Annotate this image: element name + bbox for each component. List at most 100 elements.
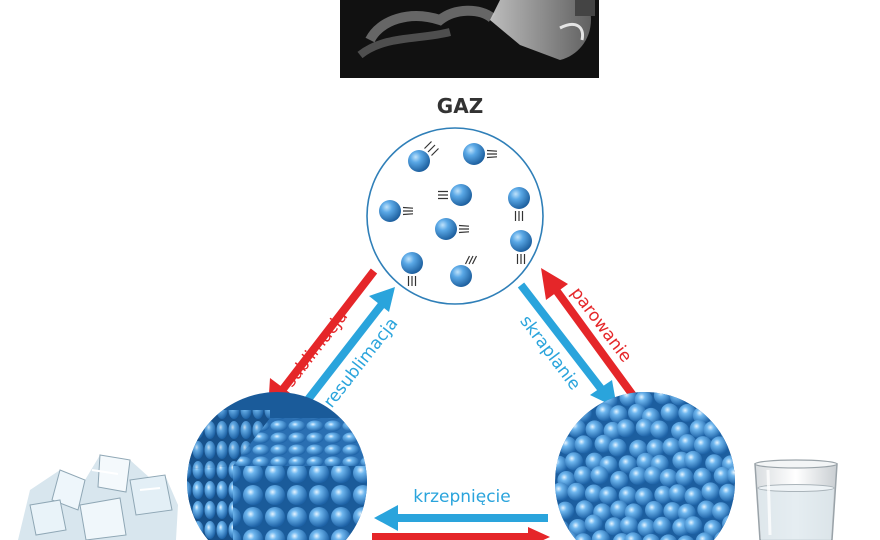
liquid-molecule — [730, 503, 735, 522]
liquid-molecule — [654, 485, 673, 504]
liquid-molecule — [662, 437, 681, 456]
liquid-molecule — [599, 486, 618, 505]
gas-molecule — [510, 230, 532, 252]
kettle-photo — [340, 0, 599, 78]
liquid-molecule — [678, 434, 697, 453]
liquid-molecule — [574, 533, 593, 540]
gas-molecules — [379, 141, 532, 287]
liquid-molecule — [595, 403, 614, 422]
liquid-molecule — [704, 392, 723, 407]
liquid-molecule — [555, 455, 568, 474]
liquid-molecule — [635, 487, 653, 506]
liquid-molecule — [616, 419, 635, 438]
liquid-molecule — [604, 517, 623, 536]
liquid-molecule — [711, 404, 730, 423]
liquid-molecule — [693, 436, 712, 455]
liquid-molecule — [722, 514, 735, 533]
gas-molecule — [408, 150, 430, 172]
liquid-molecule — [710, 436, 729, 455]
liquid-molecule — [705, 454, 724, 473]
liquid-molecule — [726, 407, 735, 426]
freezing-arrow — [374, 505, 548, 531]
liquid-molecule — [567, 482, 586, 501]
liquid-molecule — [628, 403, 646, 422]
liquid-molecule — [684, 487, 703, 506]
liquid-molecule — [637, 518, 656, 537]
liquid-molecule — [591, 530, 610, 540]
liquid-molecule — [713, 466, 732, 485]
liquid-molecule — [642, 533, 661, 540]
motion-streak — [424, 141, 439, 156]
gas-molecule — [450, 265, 472, 287]
liquid-molecule — [659, 468, 678, 487]
gas-molecule — [463, 143, 485, 165]
gas-molecule — [450, 184, 472, 206]
liquid-molecule — [684, 450, 703, 469]
liquid-molecule — [727, 466, 735, 484]
liquid-molecule — [558, 436, 577, 455]
liquid-molecule — [689, 419, 708, 438]
liquid-molecule — [668, 484, 687, 503]
water-glass-photo — [754, 459, 838, 540]
liquid-molecule — [574, 435, 593, 454]
liquid-molecule — [693, 467, 712, 486]
liquid-molecule — [555, 423, 568, 442]
liquid-molecule — [653, 516, 671, 535]
gas-molecule — [508, 187, 530, 209]
liquid-molecule — [567, 419, 586, 438]
liquid-molecule — [608, 438, 627, 457]
liquid-molecule — [555, 482, 570, 501]
solid-lattice-circle — [187, 392, 367, 540]
motion-streak — [464, 255, 478, 265]
liquid-molecule — [565, 452, 583, 471]
gas-molecule — [435, 218, 457, 240]
liquid-molecule — [653, 392, 672, 405]
motion-streak — [514, 211, 524, 221]
liquid-molecule — [719, 392, 735, 405]
motion-streak — [407, 276, 417, 286]
liquid-molecule — [701, 482, 720, 501]
liquid-molecule — [610, 471, 629, 489]
liquid-molecule — [663, 502, 682, 521]
liquid-molecule — [585, 452, 604, 471]
liquid-molecule — [618, 455, 637, 474]
liquid-molecule — [555, 519, 570, 538]
liquid-molecule — [697, 500, 716, 519]
liquid-molecule — [684, 516, 703, 535]
liquid-molecule — [644, 466, 662, 485]
motion-streak — [438, 190, 448, 200]
liquid-molecule — [618, 486, 637, 505]
liquid-molecule — [561, 407, 580, 426]
resublimation-arrow — [299, 287, 395, 409]
gas-molecule — [379, 200, 401, 222]
liquid-molecule — [573, 404, 592, 423]
liquid-molecule — [594, 434, 613, 453]
liquid-molecule — [556, 501, 575, 520]
motion-streak — [516, 254, 526, 264]
gas-title: GAZ — [437, 94, 483, 118]
liquid-molecule — [574, 466, 592, 485]
freezing-label: krzepnięcie — [413, 487, 511, 507]
liquid-molecule — [659, 534, 678, 540]
liquid-molecule — [712, 502, 730, 521]
liquid-molecule — [646, 439, 665, 458]
liquid-molecule — [629, 466, 648, 485]
liquid-molecule — [670, 392, 688, 406]
liquid-molecule — [584, 484, 603, 503]
liquid-molecule — [635, 418, 654, 437]
motion-streak — [486, 149, 498, 159]
liquid-molecule — [650, 420, 669, 439]
liquid-molecule — [688, 392, 706, 405]
gas-molecule — [401, 252, 423, 274]
liquid-molecule — [575, 500, 594, 519]
liquid-molecule — [555, 392, 569, 408]
liquid-molecule — [678, 404, 697, 422]
motion-streak — [458, 224, 470, 234]
liquid-molecule — [624, 532, 643, 540]
liquid-molecule — [610, 500, 629, 519]
liquid-molecule — [703, 421, 722, 439]
liquid-molecule — [719, 483, 735, 502]
gas-molecules-circle — [366, 127, 544, 305]
liquid-molecule — [730, 438, 735, 457]
